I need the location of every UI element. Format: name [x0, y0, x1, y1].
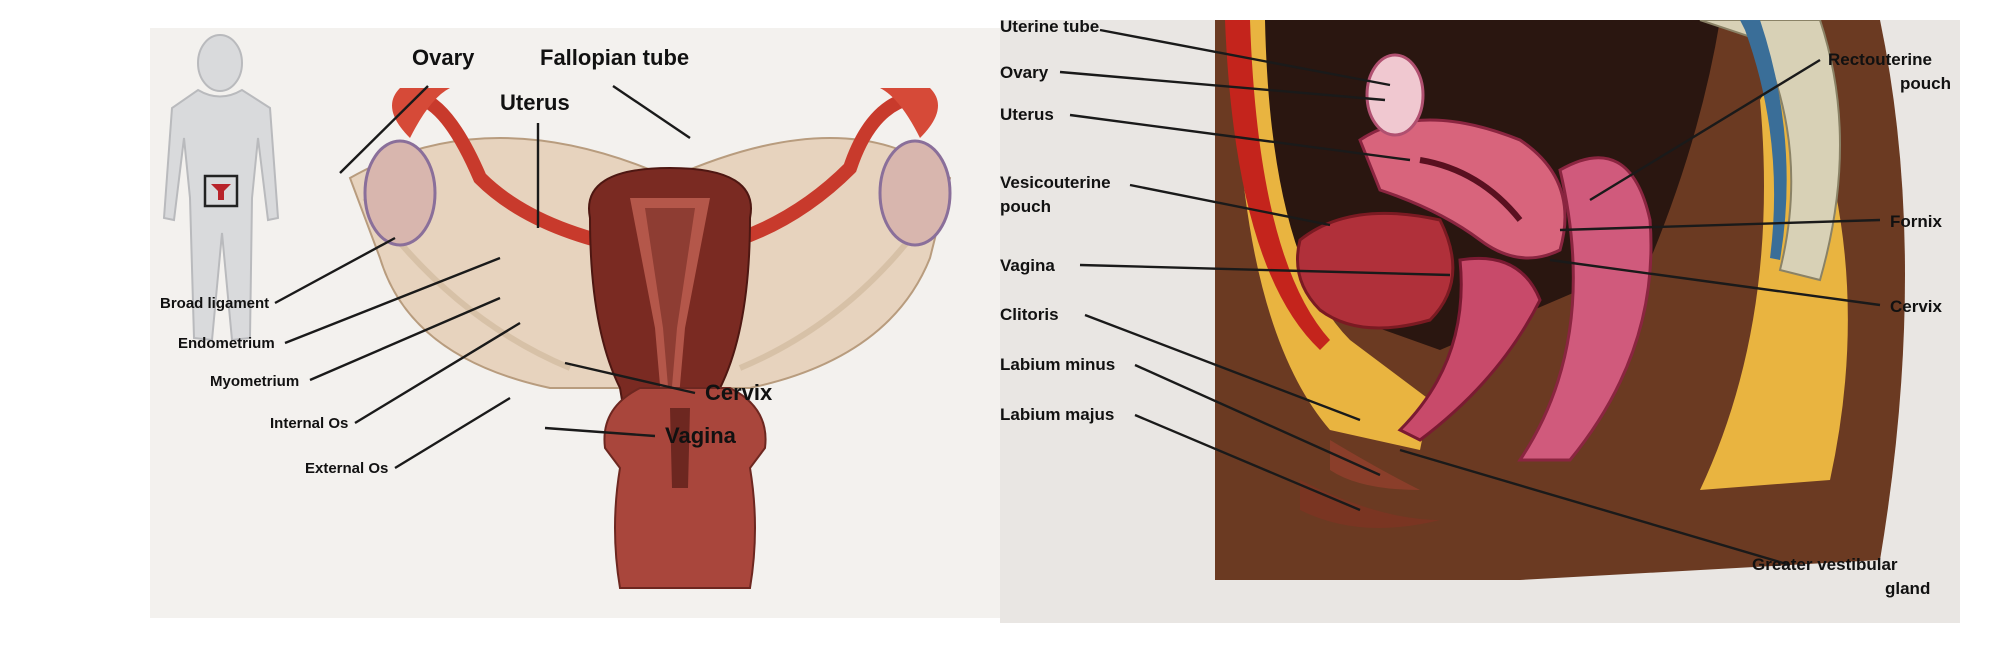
label-greater-vestibular-gland: Greater vestibular [1752, 555, 1898, 574]
label-uterine-tube: Uterine tube [1000, 20, 1099, 36]
left-ovary [363, 139, 437, 247]
label-ovary-right: Ovary [1000, 63, 1049, 82]
sagittal-view-figure: Uterine tube Ovary Uterus Vesicouterine … [1000, 20, 1960, 623]
ovary [1365, 53, 1425, 137]
bladder [1296, 211, 1455, 330]
label-vagina: Vagina [665, 423, 737, 448]
sagittal-view-illustration: Uterine tube Ovary Uterus Vesicouterine … [1000, 20, 1960, 623]
frontal-view-figure: Ovary Fallopian tube Uterus Broad ligame… [150, 28, 1000, 618]
label-vagina-right: Vagina [1000, 256, 1055, 275]
label-fornix: Fornix [1890, 212, 1942, 231]
label-clitoris: Clitoris [1000, 305, 1059, 324]
label-myometrium: Myometrium [210, 373, 299, 390]
spine [1699, 20, 1841, 282]
label-ovary: Ovary [412, 45, 475, 70]
right-ovary [878, 139, 952, 247]
label-vesicouterine-pouch: Vesicouterine [1000, 173, 1111, 192]
label-broad-ligament: Broad ligament [160, 295, 269, 312]
label-external-os: External Os [305, 460, 388, 477]
label-uterus-right: Uterus [1000, 105, 1054, 124]
label-fallopian-tube: Fallopian tube [540, 45, 689, 70]
uterus [1358, 118, 1567, 260]
label-endometrium: Endometrium [178, 335, 275, 352]
label-cervix: Cervix [705, 380, 773, 405]
body-silhouette-icon [162, 34, 280, 342]
label-labium-majus: Labium majus [1000, 405, 1114, 424]
cervix-vagina [603, 387, 767, 589]
label-greater-vestibular-gland-line2: gland [1885, 579, 1930, 598]
rectum [1517, 156, 1653, 462]
label-uterus: Uterus [500, 90, 570, 115]
label-vesicouterine-pouch-line2: pouch [1000, 197, 1051, 216]
frontal-view-illustration: Ovary Fallopian tube Uterus Broad ligame… [150, 28, 1000, 618]
label-internal-os: Internal Os [270, 415, 348, 432]
vagina [1397, 256, 1542, 442]
label-cervix-right: Cervix [1890, 297, 1943, 316]
fallopian-tubes [413, 91, 917, 255]
label-labium-minus: Labium minus [1000, 355, 1115, 374]
label-rectouterine-pouch: Rectouterine [1828, 50, 1932, 69]
label-rectouterine-pouch-line2: pouch [1900, 74, 1951, 93]
